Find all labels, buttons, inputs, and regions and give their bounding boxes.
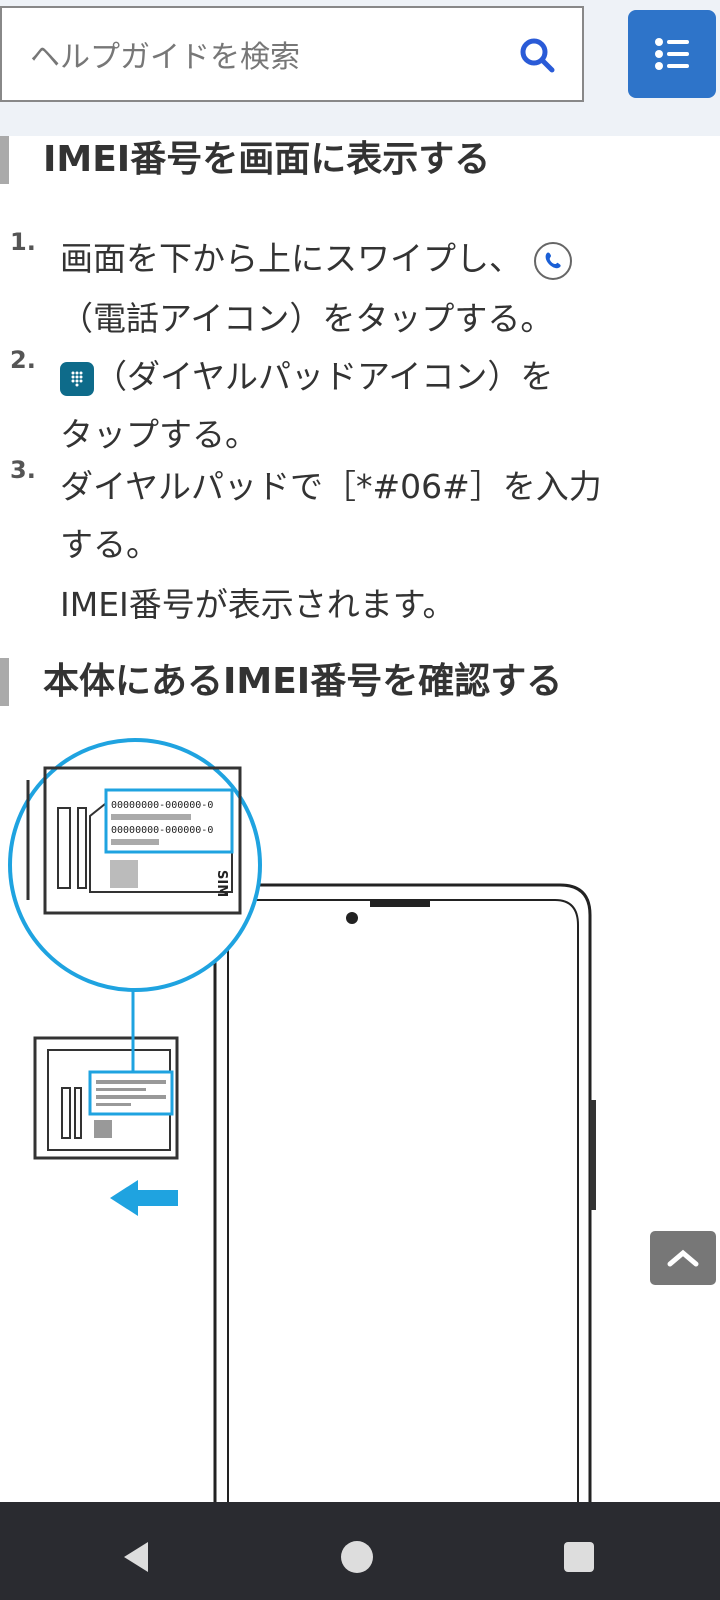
list-icon — [655, 38, 689, 70]
step-1-line2: （電話アイコン）をタップする。 — [60, 299, 554, 338]
step-3-result: IMEI番号が表示されます。 — [60, 585, 456, 624]
scroll-to-top-button[interactable] — [650, 1231, 716, 1285]
dialpad-icon — [60, 361, 94, 396]
phone-icon — [533, 241, 572, 280]
back-icon[interactable] — [120, 1540, 150, 1574]
section-title-device: 本体にあるIMEI番号を確認する — [0, 658, 720, 706]
step-3-line2: する。 — [60, 525, 159, 564]
step-2-line1: （ダイヤルパッドアイコン）を — [60, 350, 553, 398]
system-nav-bar — [0, 1502, 720, 1600]
recents-icon[interactable] — [564, 1542, 594, 1572]
search-icon[interactable] — [518, 36, 558, 76]
imei-text: 00000000-000000-0 — [111, 825, 213, 836]
search-placeholder: ヘルプガイドを検索 — [30, 40, 300, 75]
search-input[interactable]: ヘルプガイドを検索 — [0, 6, 584, 102]
imei-location-illustration: 00000000-000000-0 00000000-000000-0 SIM — [8, 738, 596, 1502]
imei-text: 00000000-000000-0 — [111, 800, 213, 811]
step-1-line1: 画面を下から上にスワイプし、 — [60, 232, 573, 281]
header: ヘルプガイドを検索 — [0, 0, 720, 136]
step-number: 2. — [10, 346, 36, 374]
sim-label: SIM — [214, 870, 229, 897]
step-text: 画面を下から上にスワイプし、 — [60, 239, 522, 278]
chevron-up-icon — [667, 1249, 699, 1267]
step-number: 3. — [10, 456, 36, 484]
step-text: （ダイヤルパッドアイコン）を — [94, 357, 554, 396]
home-icon[interactable] — [340, 1540, 374, 1574]
step-2-line2: タップする。 — [60, 415, 258, 454]
step-number: 1. — [10, 228, 36, 256]
step-3-line1: ダイヤルパッドで［*#06#］を入力 — [60, 467, 602, 506]
menu-button[interactable] — [628, 10, 716, 98]
section-title-screen: IMEI番号を画面に表示する — [0, 136, 720, 184]
